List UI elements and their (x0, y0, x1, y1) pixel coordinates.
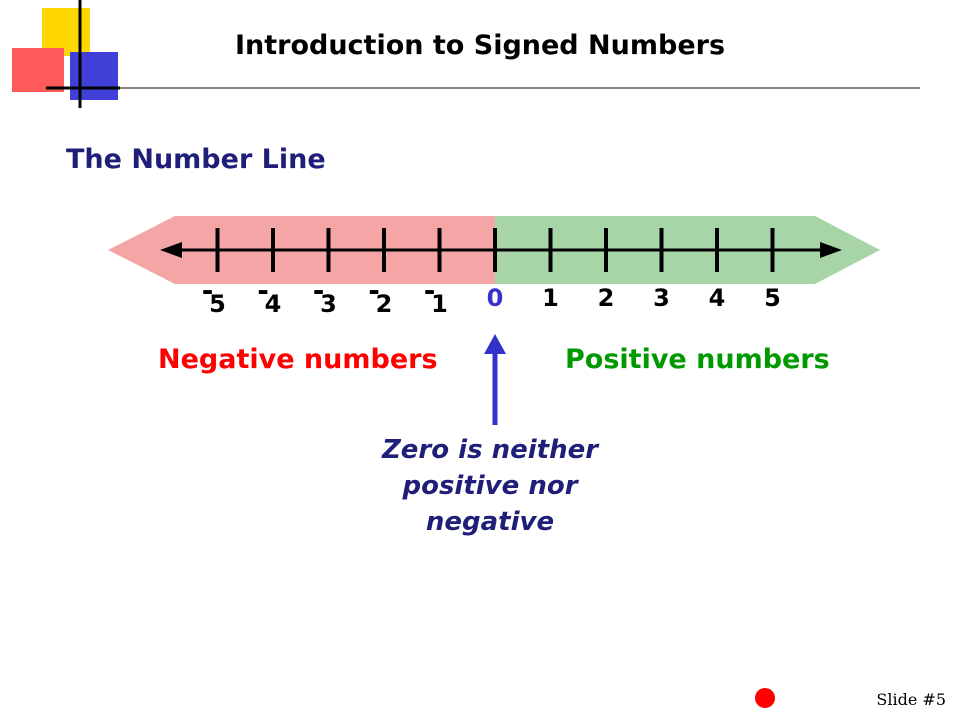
positive-caption: Positive numbers (565, 344, 830, 375)
negative-sign: - (257, 274, 269, 307)
tick-label-positive: 1 (542, 284, 559, 312)
tick-label-positive: 3 (653, 284, 670, 312)
tick-label-negative: 2 (376, 290, 393, 318)
tick-label-zero: 0 (487, 284, 504, 312)
left-arrowhead (160, 242, 182, 258)
blue-square (70, 52, 118, 100)
section-subtitle: The Number Line (66, 144, 326, 175)
zero-pointer-arrowhead (484, 334, 506, 354)
negative-sign: - (202, 274, 214, 307)
slide-title: Introduction to Signed Numbers (234, 30, 726, 61)
tick-label-negative: 4 (265, 290, 282, 318)
red-dot-icon (755, 688, 775, 708)
zero-note-line-1: Zero is neither (381, 435, 599, 465)
negative-sign: - (424, 274, 436, 307)
tick-label-positive: 4 (709, 284, 726, 312)
tick-label-negative: 5 (209, 290, 226, 318)
slide-number: Slide #5 (876, 690, 946, 709)
tick-label-positive: 5 (764, 284, 781, 312)
zero-note-line-3: negative (425, 507, 555, 537)
tick-label-negative: 3 (320, 290, 337, 318)
red-square (12, 48, 64, 92)
zero-note: Zero is neither positive nor negative (340, 432, 640, 540)
right-arrowhead (820, 242, 842, 258)
zero-note-line-2: positive nor (402, 471, 578, 501)
negative-caption: Negative numbers (158, 344, 438, 375)
tick-label-positive: 2 (598, 284, 615, 312)
negative-sign: - (313, 274, 325, 307)
negative-sign: - (368, 274, 380, 307)
tick-label-negative: 1 (431, 290, 448, 318)
